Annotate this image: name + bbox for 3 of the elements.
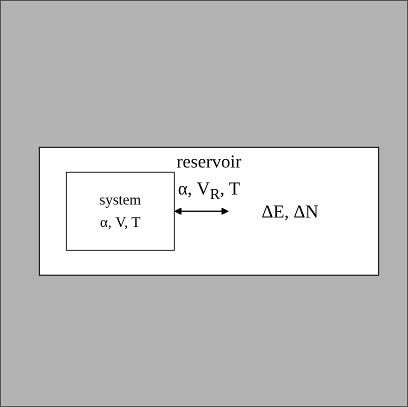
arrow [174,207,229,215]
node-text: ΔE, ΔN [261,200,318,222]
node-box [66,172,175,250]
